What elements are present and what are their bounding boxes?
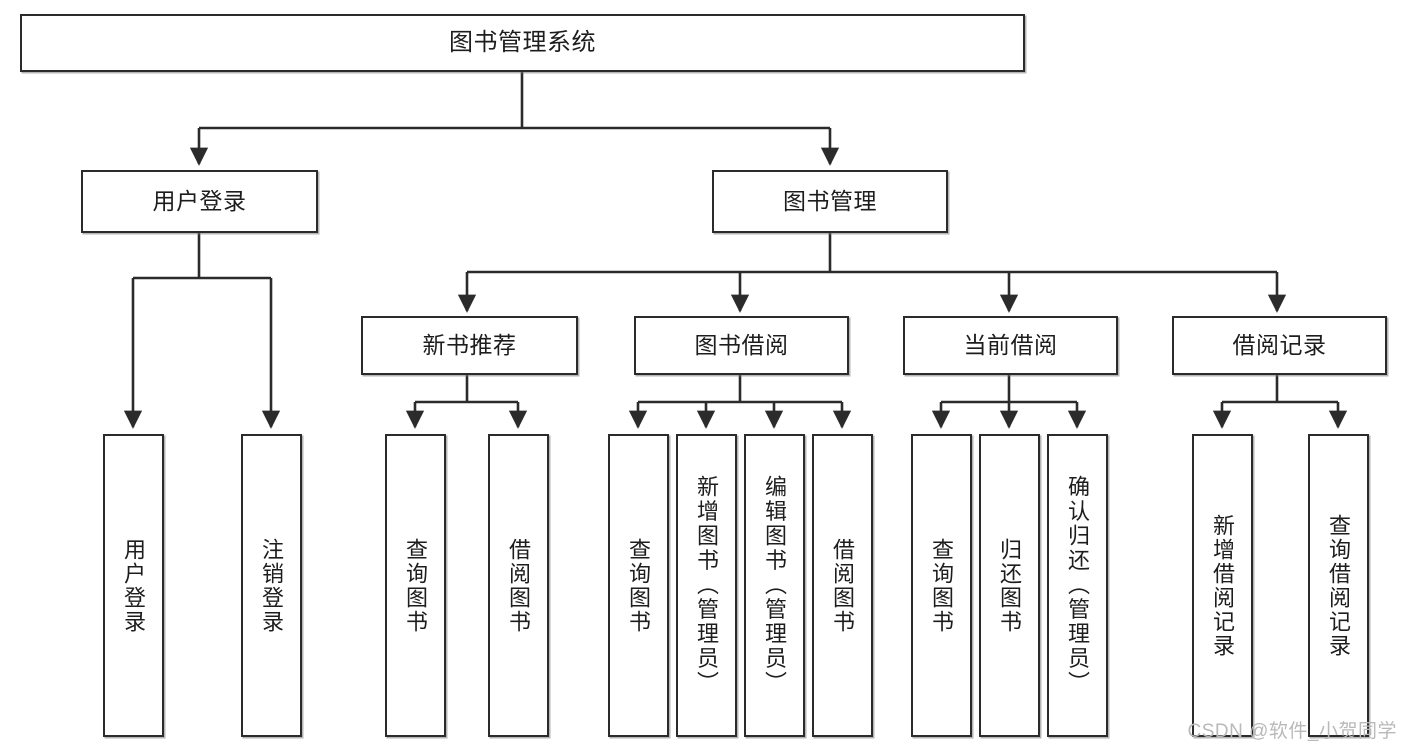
node-leaf-add-book[interactable]: 新增图书（管理员） bbox=[676, 434, 737, 737]
node-new-book-rec-label: 新书推荐 bbox=[422, 331, 517, 358]
node-leaf-edit-book[interactable]: 编辑图书（管理员） bbox=[744, 434, 805, 737]
node-leaf-user-login[interactable]: 用户登录 bbox=[103, 434, 164, 737]
node-leaf-user-logout-label: 注销登录 bbox=[259, 537, 285, 634]
node-leaf-add-record[interactable]: 新增借阅记录 bbox=[1192, 434, 1253, 737]
node-leaf-query-book-3[interactable]: 查询图书 bbox=[911, 434, 972, 737]
node-leaf-add-book-label: 新增图书（管理员） bbox=[694, 475, 720, 696]
node-leaf-borrow-book-2-label: 借阅图书 bbox=[830, 537, 856, 634]
node-leaf-user-login-label: 用户登录 bbox=[121, 537, 147, 634]
node-new-book-rec[interactable]: 新书推荐 bbox=[361, 316, 578, 375]
node-leaf-query-book-2-label: 查询图书 bbox=[626, 537, 652, 634]
node-leaf-borrow-book-1[interactable]: 借阅图书 bbox=[488, 434, 549, 737]
node-leaf-query-book-1-label: 查询图书 bbox=[403, 537, 429, 634]
node-leaf-query-record-label: 查询借阅记录 bbox=[1326, 513, 1352, 658]
node-book-borrow[interactable]: 图书借阅 bbox=[634, 316, 849, 375]
node-leaf-query-book-2[interactable]: 查询图书 bbox=[608, 434, 669, 737]
node-leaf-query-record[interactable]: 查询借阅记录 bbox=[1308, 434, 1369, 737]
node-leaf-borrow-book-2[interactable]: 借阅图书 bbox=[812, 434, 873, 737]
node-root-label: 图书管理系统 bbox=[449, 28, 596, 56]
node-book-manage[interactable]: 图书管理 bbox=[712, 170, 948, 233]
node-leaf-edit-book-label: 编辑图书（管理员） bbox=[762, 475, 788, 696]
node-current-borrow[interactable]: 当前借阅 bbox=[903, 316, 1118, 375]
node-leaf-confirm-return[interactable]: 确认归还（管理员） bbox=[1047, 434, 1108, 737]
node-user-login[interactable]: 用户登录 bbox=[81, 170, 318, 233]
node-leaf-return-book[interactable]: 归还图书 bbox=[979, 434, 1040, 737]
node-root[interactable]: 图书管理系统 bbox=[20, 14, 1025, 72]
node-book-borrow-label: 图书借阅 bbox=[694, 331, 789, 358]
node-current-borrow-label: 当前借阅 bbox=[963, 331, 1058, 358]
node-leaf-return-book-label: 归还图书 bbox=[997, 537, 1023, 634]
node-borrow-record-label: 借阅记录 bbox=[1232, 331, 1327, 358]
node-leaf-confirm-return-label: 确认归还（管理员） bbox=[1065, 475, 1091, 696]
node-book-manage-label: 图书管理 bbox=[783, 187, 877, 214]
node-leaf-query-book-1[interactable]: 查询图书 bbox=[385, 434, 446, 737]
node-user-login-label: 用户登录 bbox=[152, 187, 247, 214]
node-leaf-add-record-label: 新增借阅记录 bbox=[1210, 513, 1236, 658]
watermark-text: CSDN @软件_小贺同学 bbox=[1187, 721, 1397, 742]
node-leaf-user-logout[interactable]: 注销登录 bbox=[241, 434, 302, 737]
node-leaf-borrow-book-1-label: 借阅图书 bbox=[506, 537, 532, 634]
node-leaf-query-book-3-label: 查询图书 bbox=[929, 537, 955, 634]
node-borrow-record[interactable]: 借阅记录 bbox=[1172, 316, 1387, 375]
